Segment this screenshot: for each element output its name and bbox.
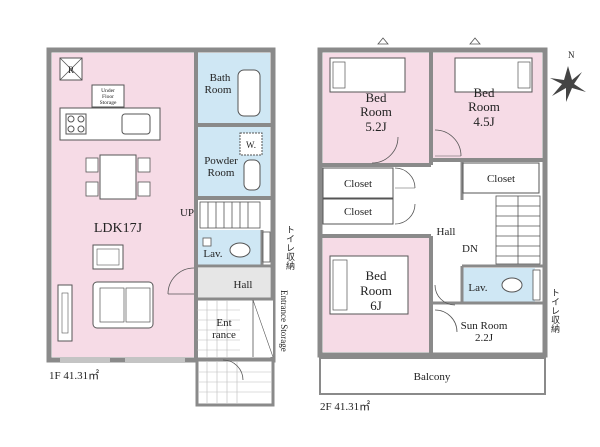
closet-1 xyxy=(322,167,394,199)
ldk-label: LDK17J xyxy=(94,221,143,236)
toilet-1f xyxy=(229,242,251,258)
entrance-label-line2: rance xyxy=(212,329,236,341)
low-table xyxy=(92,244,124,270)
under-floor-line1: Under xyxy=(101,88,115,94)
powder-label-line2: Room xyxy=(208,167,235,179)
closet-2 xyxy=(322,198,394,225)
sofa xyxy=(92,281,154,329)
bed2-label-line1: Bed xyxy=(474,85,495,100)
bed1-label-line2: Room xyxy=(360,104,392,119)
toilet-storage-1f xyxy=(262,231,271,263)
compass-north-label: N xyxy=(568,50,575,60)
tv-board xyxy=(57,284,73,342)
lav-label-2f: Lav. xyxy=(468,282,487,294)
bed3-label-line1: Bed xyxy=(366,268,387,283)
compass-icon: N xyxy=(550,50,586,102)
sunroom-label-line1: Sun Room xyxy=(461,320,508,332)
wic-label: W. xyxy=(246,140,256,150)
balcony xyxy=(319,357,546,395)
toilet-2f xyxy=(501,277,523,293)
walk-in-closet xyxy=(239,132,263,156)
entrance-storage-label: Entrance Storage xyxy=(279,290,289,352)
bed-3 xyxy=(329,255,409,315)
bath-label-line2: Room xyxy=(205,84,232,96)
under-floor-storage xyxy=(91,84,125,108)
closet-1-label: Closet xyxy=(344,178,372,190)
under-floor-line2: Floor xyxy=(102,94,114,100)
up-label: UP xyxy=(180,207,194,219)
hall-label-1f: Hall xyxy=(234,279,253,291)
entrance xyxy=(197,300,273,357)
bed2-label-line2: Room xyxy=(468,99,500,114)
porch xyxy=(195,358,275,407)
bathtub xyxy=(237,69,261,117)
closet-3 xyxy=(462,162,540,194)
bed2-size: 4.5J xyxy=(473,114,494,129)
toilet-storage-label-2f: トイレ収納 xyxy=(550,288,560,334)
bed-1 xyxy=(329,57,406,93)
lav-room-1f xyxy=(197,230,262,265)
bed3-label-line2: Room xyxy=(360,283,392,298)
closet-2-label: Closet xyxy=(344,206,372,218)
entrance-label-line1: Ent xyxy=(216,317,231,329)
bed-2 xyxy=(454,57,533,93)
sunroom-label-line2: 2.2J xyxy=(475,332,494,344)
toilet-storage-2f xyxy=(532,269,541,301)
lav-room-2f xyxy=(463,268,535,302)
stairs-2f xyxy=(495,195,541,265)
bed1-label-line1: Bed xyxy=(366,90,387,105)
floor1-caption: 1F 41.31㎡ xyxy=(49,369,99,382)
hall-label-2f: Hall xyxy=(437,226,456,238)
dn-label: DN xyxy=(462,243,478,255)
bed1-size: 5.2J xyxy=(365,119,386,134)
toilet-storage-label-1f: トイレ収納 xyxy=(285,225,295,271)
powder-label-line1: Powder xyxy=(204,155,238,167)
refrigerator-label: R xyxy=(68,65,74,75)
dining-table xyxy=(99,154,137,200)
floor2-caption: 2F 41.31㎡ xyxy=(320,400,370,413)
sun-room xyxy=(433,305,542,352)
floor-1-plan: R Under Floor Storage LDK17J Bath Room xyxy=(46,47,295,407)
under-floor-line3: Storage xyxy=(100,100,117,106)
lav-label-1f: Lav. xyxy=(203,248,222,260)
stairs-1f xyxy=(199,201,261,229)
hall-1f xyxy=(197,268,270,298)
balcony-label: Balcony xyxy=(414,371,451,383)
closet-3-label: Closet xyxy=(487,173,515,185)
bath-label-line1: Bath xyxy=(210,72,231,84)
bed3-size: 6J xyxy=(370,298,382,313)
floor-2-plan: Closet Closet Closet Bed Room 5.2J Bed R… xyxy=(317,37,560,413)
